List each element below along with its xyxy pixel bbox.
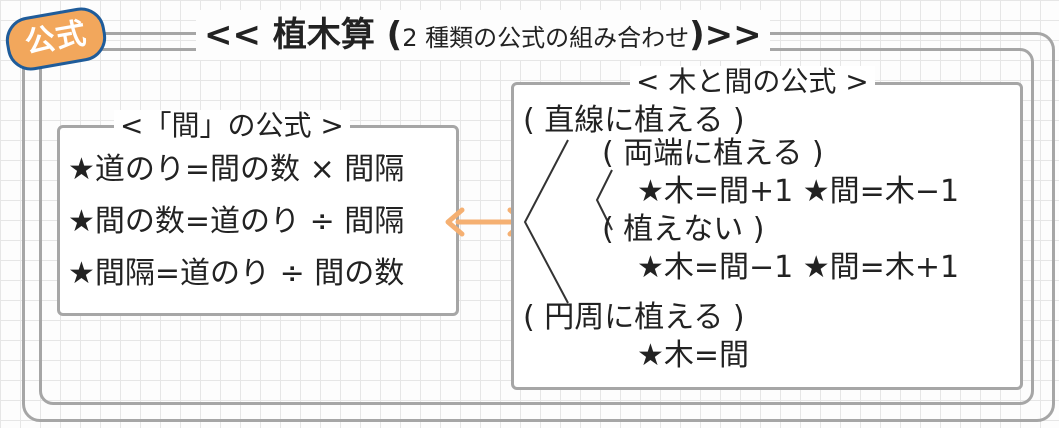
page-title: << 植木算 (2 種類の公式の組み合わせ)>>	[196, 10, 770, 60]
spacing-formula-heading: <「間」の公式 >	[114, 110, 350, 142]
no-ends-formula: ★木=間−1 ★間=木+1	[637, 250, 960, 285]
formula-distance: ★道のり=間の数 × 間隔	[68, 152, 405, 187]
title-end: )>>	[689, 15, 762, 55]
title-main: << 植木算 (	[204, 15, 403, 55]
circle-label: ( 円周に植える )	[523, 300, 745, 335]
title-subtitle: 2 種類の公式の組み合わせ	[402, 24, 690, 52]
circle-formula: ★木=間	[637, 338, 750, 373]
both-ends-label: ( 両端に植える )	[602, 136, 824, 171]
formula-interval-count: ★間の数=道のり ÷ 間隔	[68, 204, 405, 239]
formula-interval: ★間隔=道のり ÷ 間の数	[68, 256, 405, 291]
tree-interval-heading: < 木と間の公式 >	[630, 66, 875, 98]
tree-interval-formula-box	[511, 82, 1023, 390]
no-ends-label: ( 植えない )	[602, 212, 765, 247]
straight-line-label: ( 直線に植える )	[523, 103, 745, 138]
both-ends-formula: ★木=間+1 ★間=木−1	[637, 174, 960, 209]
